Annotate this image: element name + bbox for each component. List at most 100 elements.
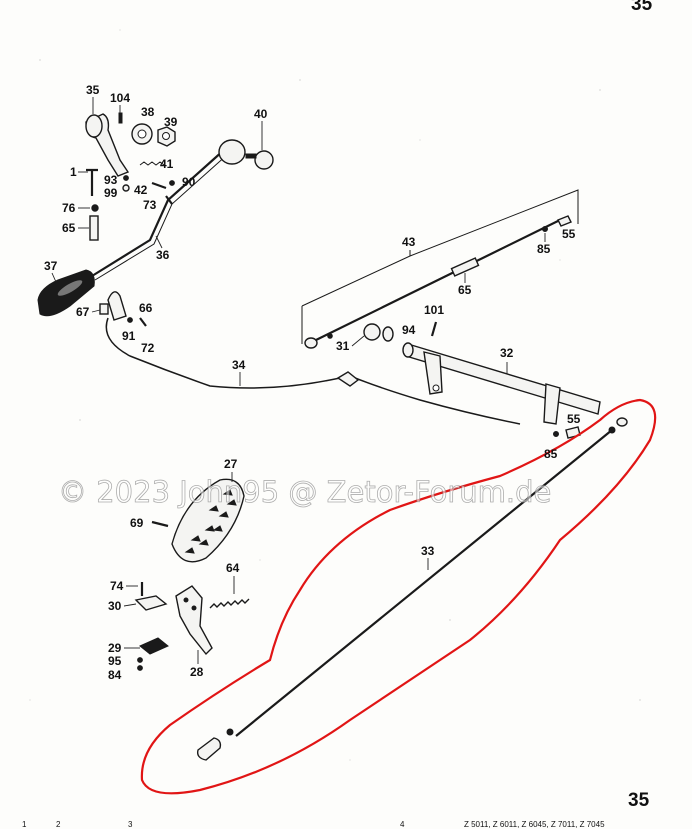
- clamp-67: [99, 303, 109, 315]
- throttle-rod-36-edge: [94, 153, 229, 281]
- pin-101: [430, 321, 438, 337]
- callout-40: 40: [254, 107, 268, 121]
- clip-90: [169, 180, 175, 186]
- spring-64: [209, 598, 250, 609]
- callout-41: 41: [160, 157, 174, 171]
- hand-throttle-assembly: [37, 112, 274, 327]
- callout-37: 37: [44, 259, 58, 273]
- callout-39: 39: [164, 115, 178, 129]
- shaft-arm-left: [423, 351, 443, 395]
- throttle-rod-36: [91, 149, 225, 277]
- spacer-31: [363, 323, 381, 341]
- spring-41: [139, 161, 165, 166]
- callout-69: 69: [130, 516, 144, 530]
- rod-end-left: [304, 337, 318, 349]
- sleeve-65-left: [89, 215, 99, 241]
- clip-85-bottom: [553, 431, 559, 437]
- footer-col-1: 1: [22, 820, 27, 829]
- clip-near-end: [327, 333, 333, 339]
- callout-31: 31: [336, 339, 350, 353]
- pedal-pad-27: [171, 478, 245, 563]
- block-29: [139, 637, 169, 655]
- knob-40-stem: [245, 153, 257, 159]
- pedal-pad-pattern: [184, 489, 237, 554]
- screw-69: [151, 520, 169, 528]
- lever-hub: [85, 114, 103, 138]
- callout-29: 29: [108, 641, 122, 655]
- group-43-bracket: [301, 189, 579, 344]
- cross-shaft-32: [363, 321, 601, 439]
- part-93: [123, 175, 129, 181]
- watermark: © 2023 John95 @ Zetor-Forum.de: [58, 475, 551, 509]
- callout-43: 43: [402, 235, 416, 249]
- callout-99: 99: [104, 186, 118, 200]
- callout-67: 67: [76, 305, 90, 319]
- callout-28: 28: [190, 665, 204, 679]
- callout-42: 42: [134, 183, 148, 197]
- callout-73: 73: [143, 198, 157, 212]
- callout-76: 76: [62, 201, 76, 215]
- foot-pedal-assembly: [134, 478, 250, 671]
- pin-55-top: [557, 215, 572, 227]
- cable-bracket: [336, 371, 360, 387]
- grip-37-highlight: [57, 280, 83, 296]
- page-number-top: 35: [631, 0, 653, 15]
- nut-39-hole: [162, 132, 170, 140]
- callout-90: 90: [182, 175, 196, 189]
- footer-col-2: 2: [56, 820, 61, 829]
- plate-30: [134, 595, 168, 611]
- callout-55-bottom: 55: [567, 412, 581, 426]
- callout-labels: 35 104 38 39 40 1 41 93 99 42 90 76 73 6…: [44, 83, 581, 682]
- shaft-arm-right: [543, 383, 561, 425]
- callout-33: 33: [421, 544, 435, 558]
- shaft-arm-left-eye: [432, 384, 440, 392]
- sleeve-65-right: [450, 257, 480, 277]
- callout-1: 1: [70, 165, 77, 179]
- callout-27: 27: [224, 457, 238, 471]
- linkage-group-43: [301, 189, 579, 349]
- footer-models: Z 5011, Z 6011, Z 6045, Z 7011, Z 7045: [464, 820, 605, 829]
- rod-33-end-bottom: [196, 737, 222, 761]
- callout-74: 74: [110, 579, 124, 593]
- knob-40: [254, 150, 274, 170]
- callout-36: 36: [156, 248, 170, 262]
- pedal-arm-28-hole-2: [191, 605, 197, 611]
- rod-33-clip-top: [608, 426, 616, 434]
- footer-col-3: 3: [128, 820, 133, 829]
- part-99: [122, 184, 130, 192]
- clip-66: [107, 291, 127, 321]
- pin-42: [151, 181, 167, 190]
- bowden-cable-34: [105, 317, 521, 425]
- washer-38-hole: [137, 129, 147, 139]
- callout-65-right: 65: [458, 283, 472, 297]
- bolt-1: [86, 168, 98, 196]
- rod-33-end-top: [616, 417, 628, 427]
- callout-65-left: 65: [62, 221, 76, 235]
- highlight-outline: [140, 398, 657, 795]
- callout-66: 66: [139, 301, 153, 315]
- callout-35: 35: [86, 83, 100, 97]
- callout-84: 84: [108, 668, 122, 682]
- footer-row: 1 2 3 4 Z 5011, Z 6011, Z 6045, Z 7011, …: [22, 820, 605, 829]
- callout-55-top: 55: [562, 227, 576, 241]
- callout-38: 38: [141, 105, 155, 119]
- callout-91: 91: [122, 329, 136, 343]
- screw-91: [127, 317, 133, 323]
- screw-72: [139, 317, 147, 327]
- screw-84: [137, 665, 143, 671]
- page-number-bottom: 35: [628, 790, 650, 811]
- linkage-rod: [315, 219, 561, 341]
- pedal-arm-28: [175, 585, 213, 656]
- washer-76: [91, 204, 99, 212]
- footer-col-4: 4: [400, 820, 405, 829]
- clip-85-top: [542, 226, 548, 232]
- callout-85-top: 85: [537, 242, 551, 256]
- rod-33-clip-bottom: [226, 728, 234, 736]
- callout-104: 104: [110, 91, 130, 105]
- callout-95: 95: [108, 654, 122, 668]
- washer-95: [137, 657, 143, 663]
- callout-94: 94: [402, 323, 416, 337]
- callout-93: 93: [104, 173, 118, 187]
- callout-101: 101: [424, 303, 444, 317]
